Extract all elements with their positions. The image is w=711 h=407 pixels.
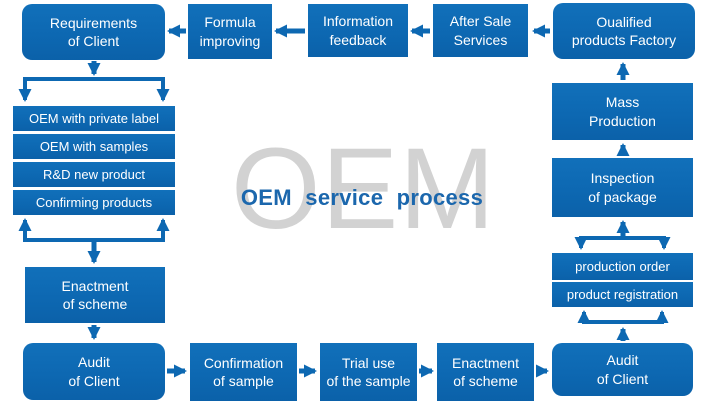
node-oem-with-private-label: OEM with private label: [13, 106, 175, 131]
node-qualified-products-factory: Oualified products Factory: [553, 3, 695, 59]
node-product-registration: product registration: [552, 282, 693, 307]
bracket-into-stack-top: [18, 77, 170, 102]
node-formula-improving: Formula improving: [188, 4, 272, 59]
node-confirmation-of-sample: Confirmation of sample: [190, 343, 297, 401]
node-enactment-of-scheme-left: Enactment of scheme: [25, 267, 165, 323]
node-oem-with-samples: OEM with samples: [13, 134, 175, 159]
node-audit-of-client-left: Audit of Client: [23, 343, 165, 400]
node-rd-new-product: R&D new product: [13, 162, 175, 187]
watermark-text: OEM: [231, 125, 496, 253]
bracket-down-into-order: [574, 236, 671, 250]
node-requirements-of-client: Requirements of Client: [22, 4, 165, 60]
diagram-title: OEM service process: [240, 185, 484, 210]
node-after-sale-services: After Sale Services: [433, 4, 528, 57]
node-production-order: production order: [552, 253, 693, 280]
node-audit-of-client-right: Audit of Client: [552, 343, 693, 396]
bracket-into-registration: [577, 310, 669, 324]
node-inspection-of-package: Inspection of package: [552, 158, 693, 217]
node-trial-use-of-sample: Trial use of the sample: [320, 343, 417, 401]
node-enactment-of-scheme-bottom: Enactment of scheme: [437, 343, 534, 401]
node-mass-production: Mass Production: [552, 83, 693, 140]
bracket-up-into-stack-bottom: [18, 218, 170, 242]
node-confirming-products: Confirming products: [13, 190, 175, 215]
node-information-feedback: Information feedback: [308, 4, 408, 57]
